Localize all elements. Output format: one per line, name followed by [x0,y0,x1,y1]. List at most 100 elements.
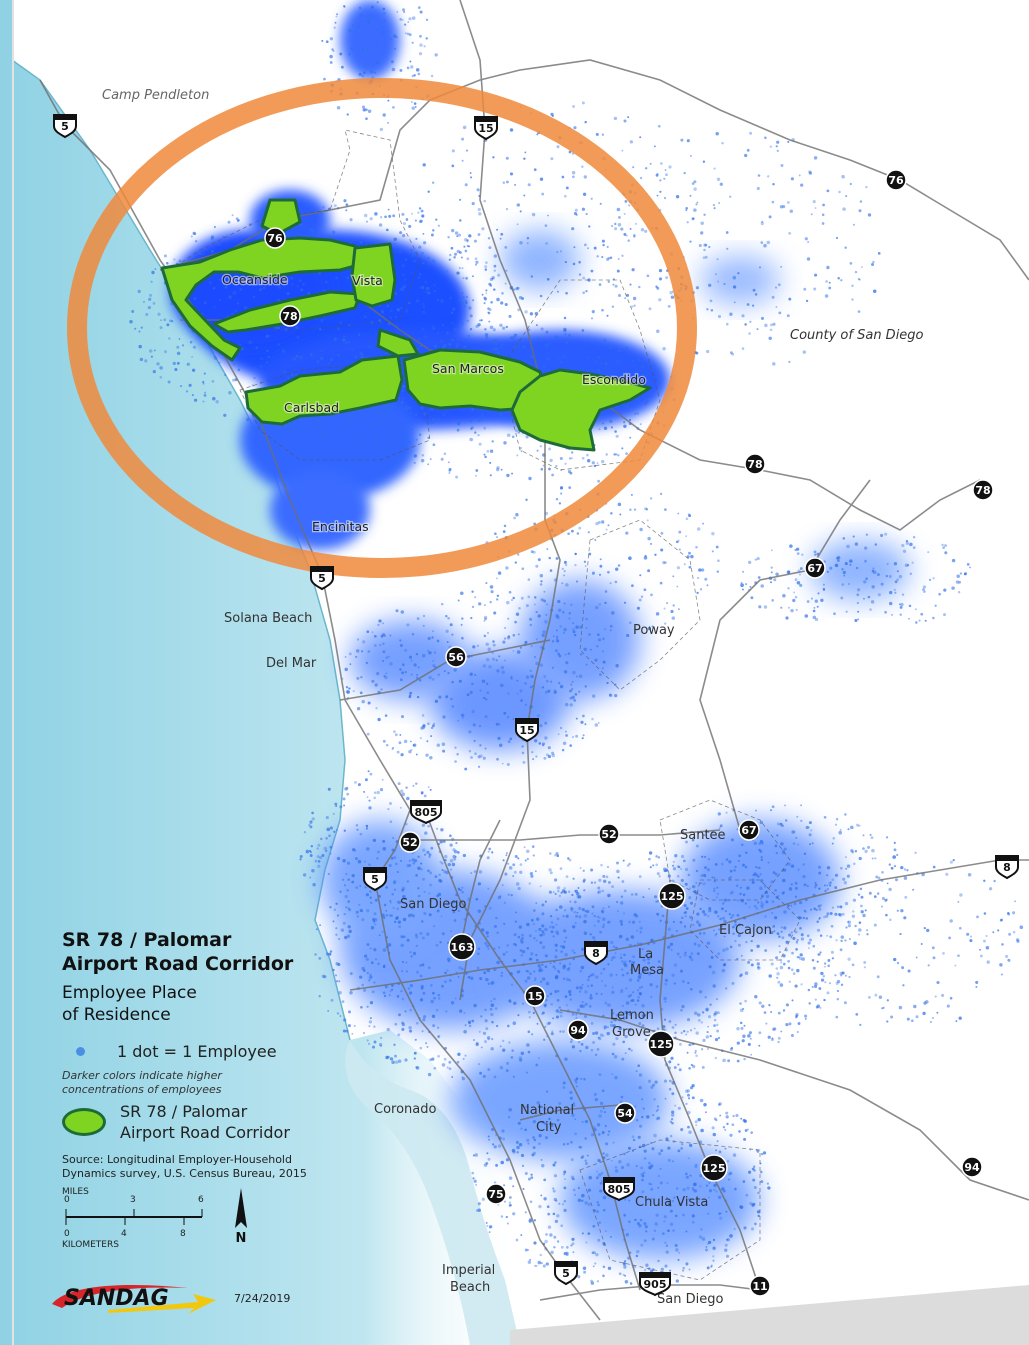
employee-dot [193,296,197,301]
employee-dot [347,907,350,910]
employee-dot [563,560,567,564]
employee-dot [324,430,329,435]
employee-dot [456,421,461,426]
employee-dot [373,981,376,984]
employee-dot [707,1240,712,1245]
employee-dot [748,560,752,565]
employee-dot [378,319,382,323]
employee-dot [393,459,396,463]
employee-dot [356,638,360,641]
employee-dot [416,299,419,303]
employee-dot [898,603,901,606]
employee-dot [530,275,534,278]
employee-dot [856,823,859,827]
employee-dot [601,239,605,243]
employee-dot [233,282,238,286]
employee-dot [447,671,450,675]
employee-dot [462,125,467,130]
employee-dot [540,1194,543,1197]
employee-dot [422,877,425,881]
employee-dot [601,1131,605,1135]
employee-dot [485,1221,488,1224]
employee-dot [628,1047,631,1051]
employee-dot [750,1053,753,1056]
employee-dot [821,213,825,217]
employee-dot [335,829,338,832]
employee-dot [563,602,566,605]
employee-dot [419,998,424,1002]
employee-dot [643,588,647,592]
employee-dot [382,739,386,743]
employee-dot [334,802,338,806]
employee-dot [841,583,845,586]
employee-dot [690,987,693,991]
employee-dot [409,740,412,743]
employee-dot [369,975,373,980]
employee-dot [366,796,369,799]
employee-dot [561,1203,565,1206]
employee-dot [366,943,370,946]
employee-dot [382,113,386,117]
employee-dot [599,930,603,934]
employee-dot [557,608,562,612]
employee-dot [569,1096,573,1100]
employee-dot [695,882,698,884]
employee-dot [804,614,809,618]
employee-dot [408,864,412,867]
employee-dot [498,412,503,417]
employee-dot [903,876,908,880]
employee-dot [556,1214,560,1218]
employee-dot [189,340,193,344]
employee-dot [653,145,656,148]
employee-dot [872,567,875,570]
employee-dot [716,886,719,889]
employee-dot [599,558,602,561]
employee-dot [347,900,350,903]
employee-dot [979,948,982,951]
employee-dot [812,944,816,948]
employee-dot [653,1133,657,1138]
employee-dot [213,355,216,358]
employee-dot [659,190,662,193]
employee-dot [854,619,858,623]
employee-dot [474,257,478,260]
employee-dot [840,596,844,600]
employee-dot [565,291,568,295]
employee-dot [580,653,583,656]
employee-dot [641,1190,645,1194]
employee-dot [543,1038,546,1041]
employee-dot [537,1260,542,1265]
employee-dot [573,910,577,914]
employee-dot [406,623,410,627]
employee-dot [836,905,840,909]
employee-dot [481,293,484,296]
employee-dot [556,854,559,858]
employee-dot [894,591,897,594]
employee-dot [877,252,881,255]
employee-dot [570,603,573,606]
employee-dot [776,932,780,936]
employee-dot [685,907,689,910]
employee-dot [479,689,482,692]
employee-dot [348,652,352,656]
employee-dot [503,441,507,445]
employee-dot [769,581,773,584]
employee-dot [722,916,725,920]
employee-dot [671,1025,675,1029]
employee-dot [348,687,351,690]
employee-dot [448,467,452,471]
employee-dot [415,68,420,72]
employee-dot [451,633,454,636]
employee-dot [401,935,405,939]
employee-dot [601,889,605,893]
employee-dot [602,923,605,926]
employee-dot [426,740,429,743]
employee-dot [542,630,546,634]
employee-dot [454,746,457,749]
employee-dot [617,223,622,227]
employee-dot [634,1003,637,1006]
employee-dot [711,531,715,536]
employee-dot [888,575,892,578]
